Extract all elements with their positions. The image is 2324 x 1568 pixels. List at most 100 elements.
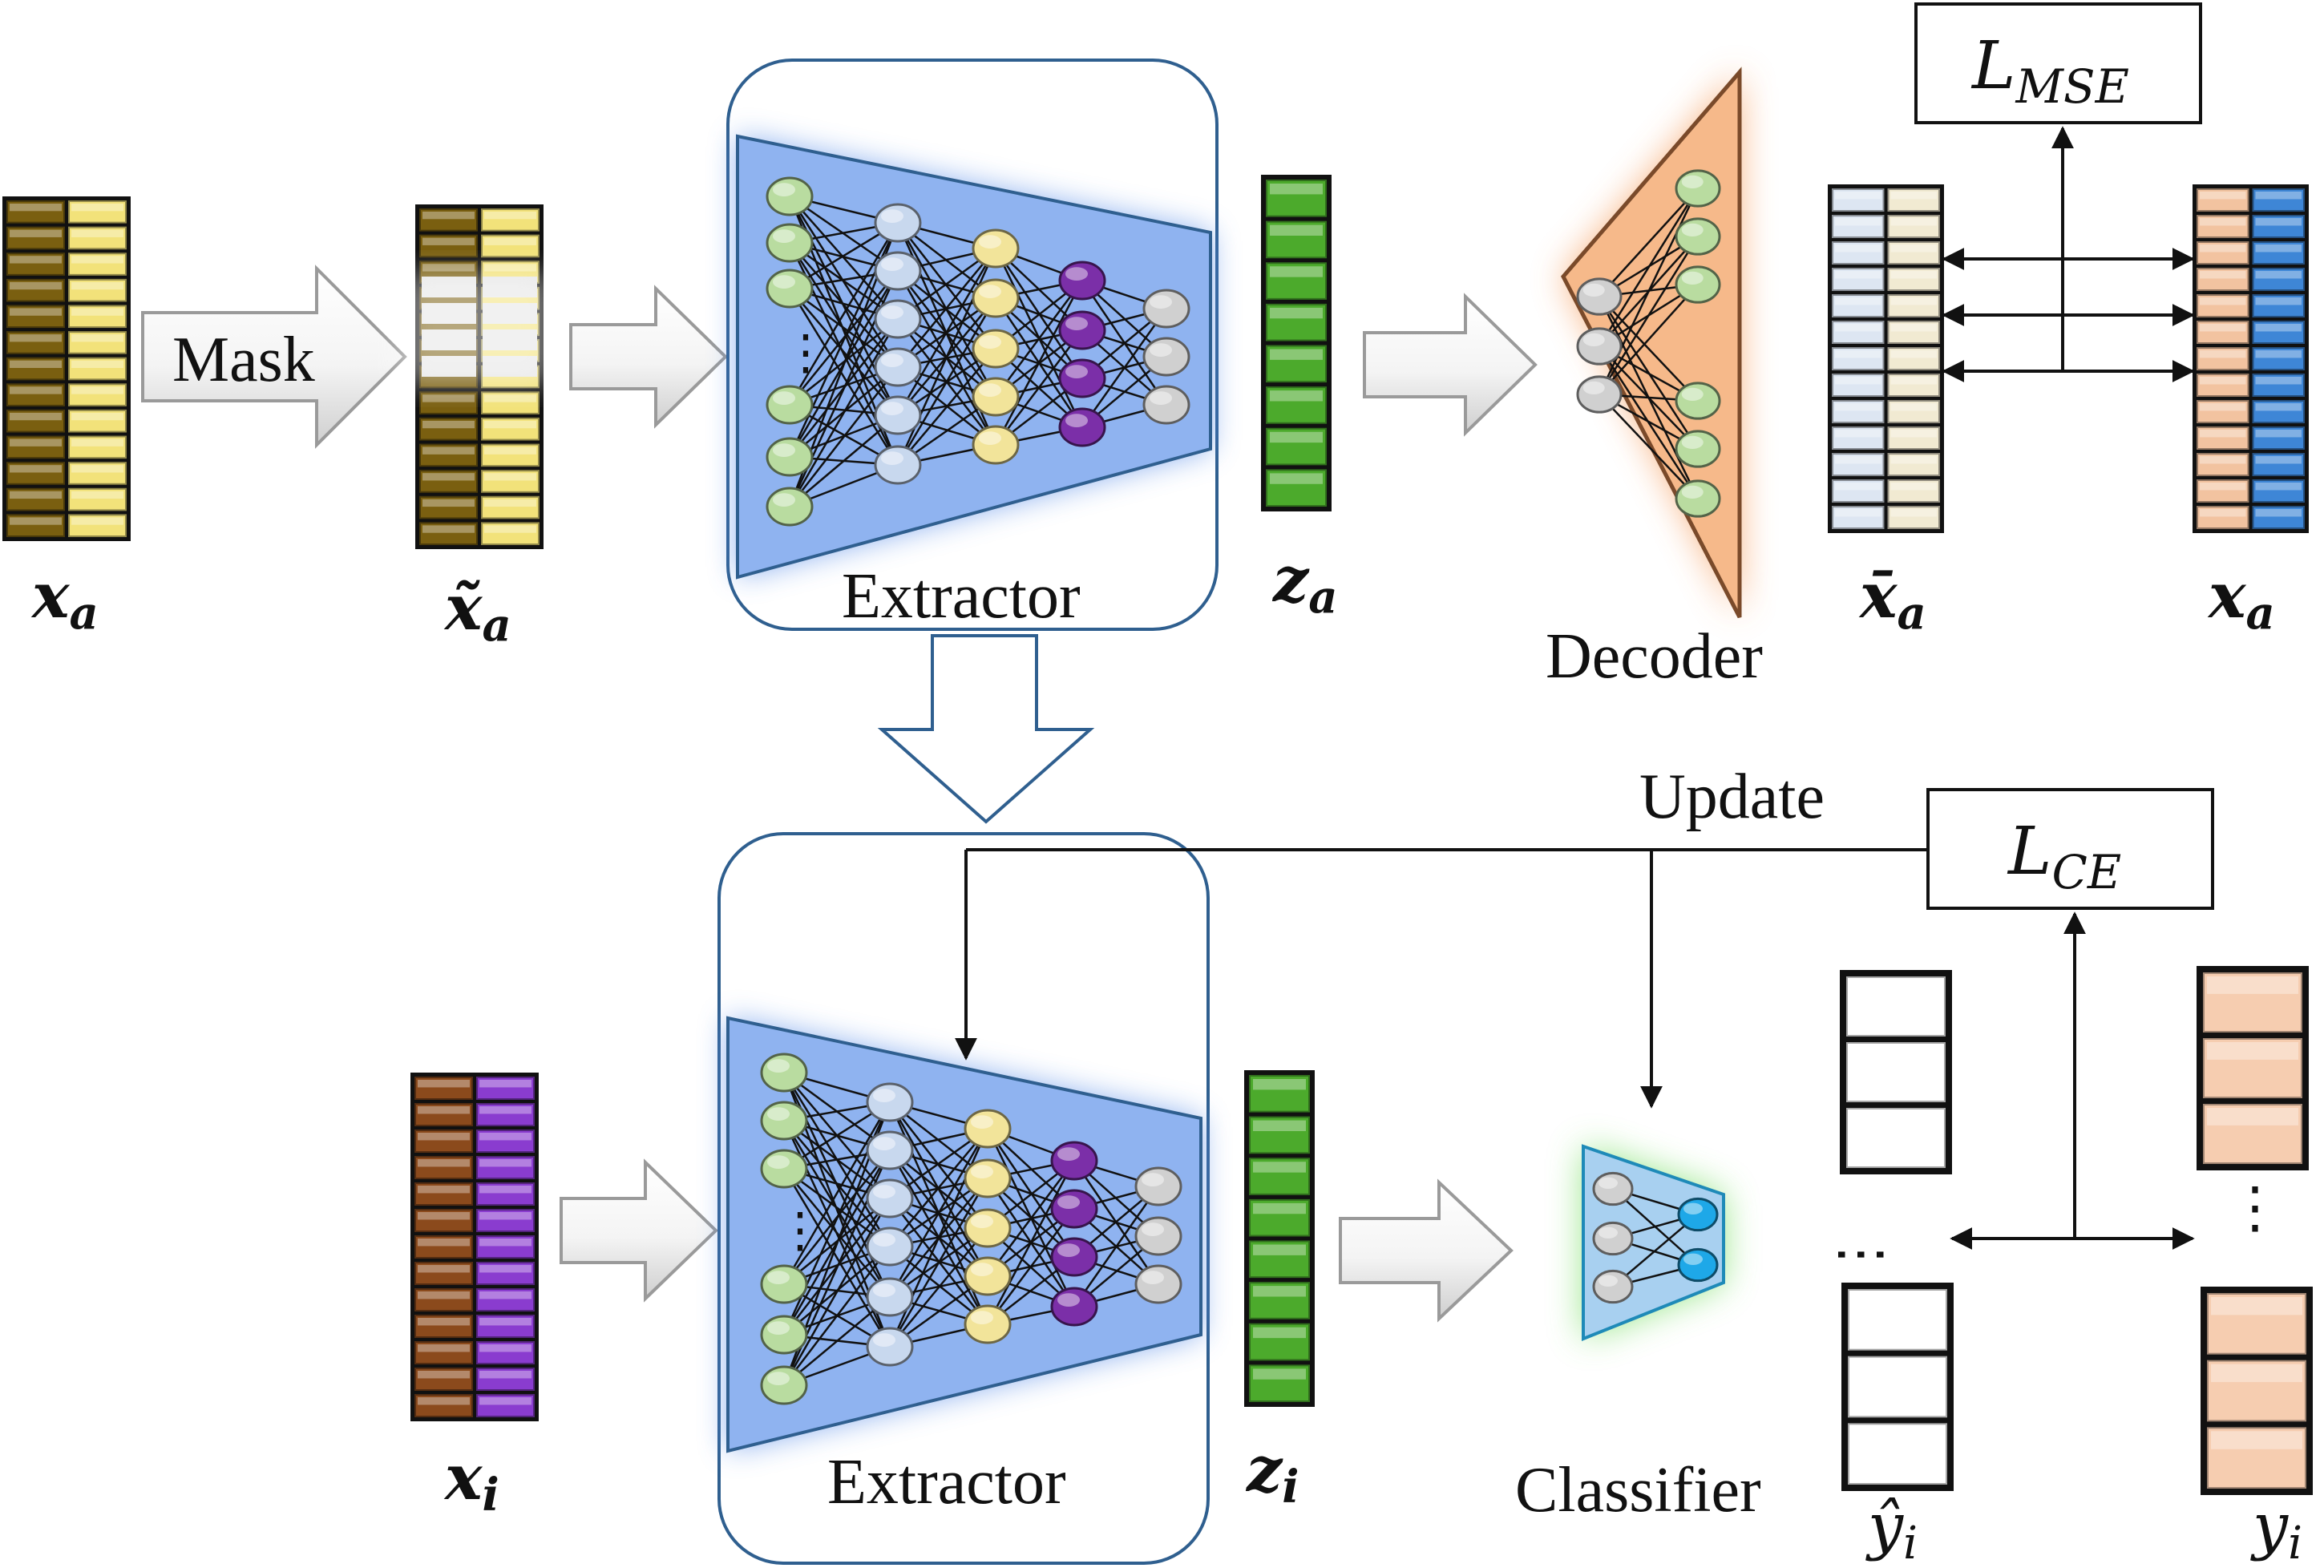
vector-cell — [1249, 1282, 1310, 1319]
reconstruction-vector-xbar — [1828, 184, 1944, 533]
vector-cell-highlight — [484, 212, 536, 220]
vector-cell-highlight — [1253, 1120, 1306, 1132]
vector-cell-highlight — [422, 447, 475, 455]
net-edge — [1599, 296, 1699, 402]
vector-cell-highlight — [2200, 403, 2246, 411]
vector-cell — [414, 1077, 473, 1100]
vector-cell-highlight — [418, 1239, 470, 1247]
net-node-highlight — [881, 402, 903, 415]
symbol-x-a-target: xa — [2207, 560, 2275, 640]
vector-cell-highlight — [10, 360, 62, 369]
net-node — [964, 1256, 1012, 1296]
net-node-highlight — [881, 257, 903, 271]
vector-cell — [1846, 976, 1946, 1037]
symbol-x-a: xa — [30, 560, 99, 640]
net-node — [874, 395, 922, 435]
vector-cell — [419, 417, 478, 441]
flow-arrow-to-classifier — [1339, 1178, 1514, 1323]
net-node-highlight — [767, 1059, 790, 1073]
vector-cell — [414, 1209, 473, 1232]
net-node-highlight — [1065, 317, 1088, 330]
vector-cell — [2252, 400, 2305, 423]
input-vector-xi — [410, 1073, 539, 1421]
vector-cell — [2203, 1038, 2302, 1098]
vector-cell-highlight — [479, 1397, 531, 1405]
net-node-highlight — [971, 1263, 993, 1276]
vector-cell — [476, 1394, 535, 1417]
vector-cell-highlight — [1270, 224, 1323, 236]
vector-cell — [481, 495, 540, 519]
vector-cell-highlight — [2200, 350, 2246, 358]
target-vector-xa — [2193, 184, 2309, 533]
vector-cell-highlight — [1890, 509, 1937, 517]
net-node-highlight — [767, 1372, 790, 1385]
net-node-highlight — [1065, 414, 1088, 427]
net-node-highlight — [881, 451, 903, 465]
net-node-highlight — [1142, 1222, 1164, 1236]
ce-compare-arrows — [1950, 911, 2195, 1250]
net-node — [866, 1227, 914, 1267]
vector-cell-highlight — [10, 281, 62, 290]
decoder: Decoder — [1546, 67, 1763, 692]
vector-cell-highlight — [484, 264, 536, 272]
vector-cell-highlight — [422, 264, 475, 272]
vector-cell-highlight — [2255, 350, 2302, 358]
vector-cell — [1887, 268, 1940, 291]
vector-cell-highlight — [422, 212, 475, 220]
vector-cell-highlight — [1835, 377, 1881, 385]
net-node — [866, 1327, 914, 1367]
vector-cell-highlight — [71, 465, 123, 473]
net-node-highlight — [873, 1137, 895, 1150]
net-node-highlight — [1057, 1195, 1080, 1209]
vector-cell — [2197, 400, 2249, 423]
vector-cell — [1832, 506, 1885, 529]
net-node — [760, 1149, 808, 1189]
symbol-y-hat-i: ŷi — [1865, 1490, 1918, 1568]
net-node — [1675, 169, 1721, 208]
vector-cell-highlight — [1890, 192, 1937, 200]
vector-cell — [476, 1130, 535, 1153]
vector-cell — [2203, 972, 2302, 1033]
vector-cell — [2197, 215, 2249, 238]
net-node-highlight — [1057, 1293, 1080, 1307]
vector-cell-highlight — [1835, 456, 1881, 464]
net-edge — [782, 1198, 891, 1386]
vector-cell-highlight — [71, 281, 123, 290]
vector-cell — [2207, 1427, 2306, 1489]
vector-cell-highlight — [479, 1239, 531, 1247]
net-edge — [889, 1227, 988, 1348]
yhat-ellipsis: ⋮ — [1831, 1227, 1893, 1283]
net-node-highlight — [971, 1311, 993, 1324]
vector-cell-highlight — [418, 1212, 470, 1220]
vector-cell — [1249, 1158, 1310, 1195]
vector-cell-highlight — [2200, 377, 2246, 385]
update-label: Update — [1639, 762, 1825, 832]
vector-cell-highlight — [2255, 324, 2302, 332]
vector-cell — [414, 1103, 473, 1126]
net-node — [1134, 1216, 1182, 1256]
vector-cell — [1887, 321, 1940, 344]
vector-cell — [2203, 1104, 2302, 1164]
net-node — [874, 299, 922, 339]
vector-cell-highlight — [71, 334, 123, 342]
symbol-z-a: za — [1271, 544, 1338, 624]
vector-cell — [2197, 426, 2249, 450]
vector-cell-highlight — [1253, 1202, 1306, 1214]
vector-cell — [481, 391, 540, 414]
vector-cell-highlight — [484, 499, 536, 507]
net-ellipsis: ⋮ — [782, 326, 830, 379]
vector-cell — [1832, 347, 1885, 370]
vector-cell-highlight — [418, 1371, 470, 1379]
vector-cell — [419, 522, 478, 546]
mask-arrow: Mask — [141, 265, 407, 449]
net-node-highlight — [773, 183, 795, 197]
loss-mse: LMSE — [1914, 2, 2202, 124]
net-edge — [1598, 236, 1700, 395]
net-node-highlight — [1683, 1202, 1703, 1215]
net-node — [1142, 289, 1190, 329]
vector-cell-highlight — [1270, 266, 1323, 277]
symbol-y-i: yi — [2250, 1490, 2302, 1568]
net-node — [1675, 430, 1721, 468]
net-node — [1592, 1221, 1634, 1256]
